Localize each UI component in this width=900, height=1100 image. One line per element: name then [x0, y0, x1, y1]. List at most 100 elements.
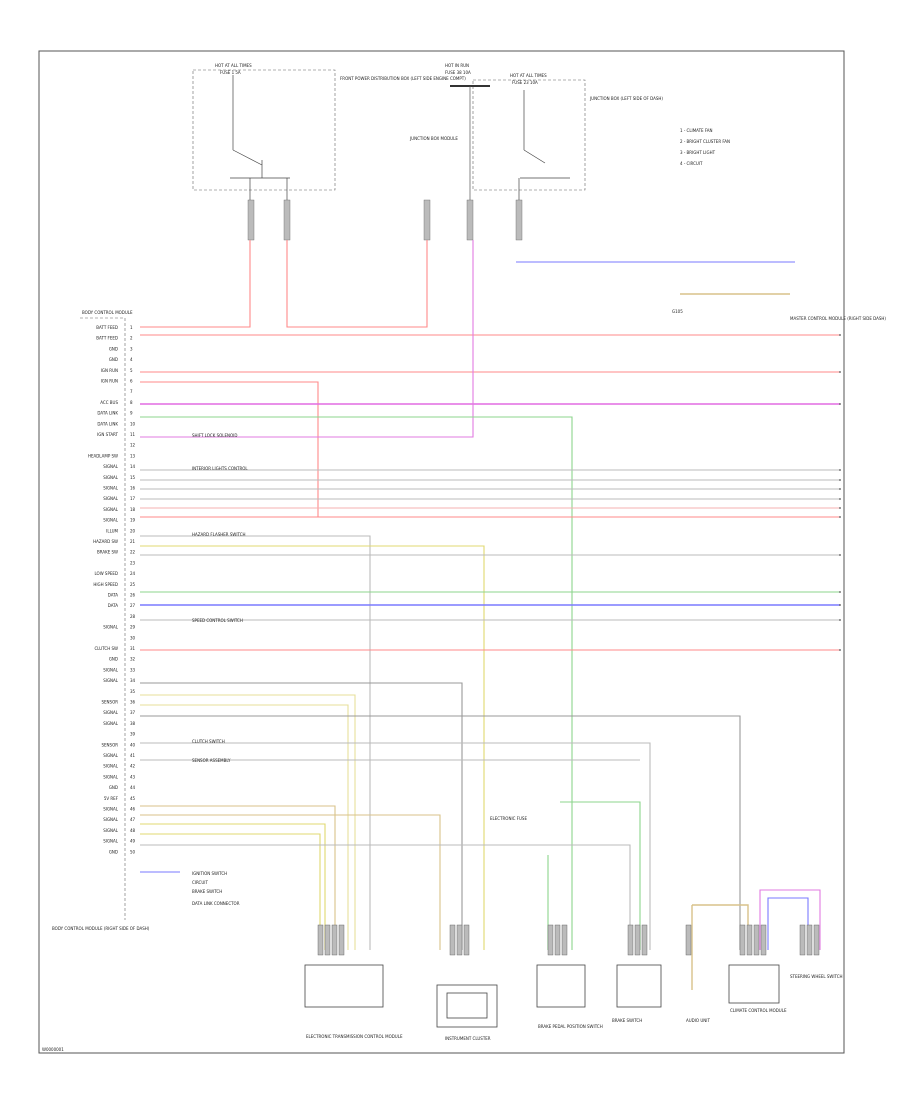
connector-pin	[331, 924, 338, 956]
footer-code: W0000001	[42, 1047, 64, 1052]
callout-8: IGNITION SWITCH	[192, 871, 227, 876]
bcm-pin-number: 3	[130, 346, 133, 351]
bcm-pin-number: 44	[130, 785, 136, 790]
bcm-pin-label: DATA LINK	[97, 411, 118, 416]
comp-label-steering: STEERING WHEEL SWITCH	[790, 974, 843, 979]
wire-grey-12	[140, 844, 631, 950]
bcm-pin-label: SIGNAL	[103, 678, 119, 683]
bcm-pin-number: 11	[130, 432, 136, 437]
bcm-pin-number: 35	[130, 689, 136, 694]
comp-label-cluster: INSTRUMENT CLUSTER	[445, 1036, 491, 1041]
connector-pin	[324, 924, 331, 956]
bcm-pin-label: SENSOR	[101, 700, 118, 705]
edge-terminal	[839, 488, 841, 490]
bcm-pin-number: 39	[130, 732, 136, 737]
bcm-pin-label: BRAKE SW	[97, 550, 118, 555]
connector-pin	[685, 924, 692, 956]
bcm-pin-number: 40	[130, 742, 136, 747]
bcm-pin-label: DATA	[108, 603, 119, 608]
bcm-pin-label: SIGNAL	[103, 774, 119, 779]
bcm-pin-label: SIGNAL	[103, 817, 119, 822]
edge-terminal	[839, 498, 841, 500]
connector-pin	[456, 924, 463, 956]
comp-box-cluster	[436, 984, 498, 1028]
comp-box-bpp	[536, 964, 586, 1008]
bcm-pin-number: 4	[130, 357, 133, 362]
bcm-pin-number: 31	[130, 646, 136, 651]
bcm-pin-number: 26	[130, 593, 136, 598]
relay-right-label: JUNCTION BOX (LEFT SIDE OF DASH)	[589, 96, 663, 101]
bcm-pin-number: 9	[130, 411, 133, 416]
connector-pin	[547, 924, 554, 956]
fuse-left-sub: FUSE 1 5A	[220, 70, 241, 75]
edge-terminal	[839, 649, 841, 651]
bcm-pin-label: DATA LINK	[97, 421, 118, 426]
wire-grey-5	[140, 535, 371, 950]
connector-pin	[463, 924, 470, 956]
bcm-pin-label: GND	[109, 785, 118, 790]
bcm-pin-label: IGN START	[97, 432, 118, 437]
wire-grey-10	[140, 742, 651, 950]
bcm-pin-number: 46	[130, 807, 136, 812]
connector-pin	[799, 924, 806, 956]
bcm-pin-number: 18	[130, 507, 136, 512]
connector-pin	[739, 924, 746, 956]
bcm-pin-label: SIGNAL	[103, 839, 119, 844]
bcm-pin-number: 34	[130, 678, 136, 683]
fuse-box-right	[472, 79, 586, 191]
module-right-label: MASTER CONTROL MODULE (RIGHT SIDE DASH)	[790, 316, 886, 321]
comp-label-tcm: ELECTRONIC TRANSMISSION CONTROL MODULE	[306, 1034, 403, 1039]
bcm-pin-label: SIGNAL	[103, 667, 119, 672]
wire-yellow-1	[140, 545, 485, 950]
bcm-pin-label: HEADLAMP SW	[88, 453, 118, 458]
connector-pin	[813, 924, 820, 956]
connector-pin	[317, 924, 324, 956]
bcm-pin-number: 15	[130, 475, 136, 480]
junction-label: JUNCTION BOX MODULE	[409, 136, 458, 141]
legend-item-4: 4 - CIRCUIT	[680, 161, 703, 166]
wire-tan-2	[140, 814, 441, 950]
fuse-mid-label: HOT IN RUN	[445, 63, 469, 68]
bcm-pin-label: HIGH SPEED	[93, 582, 118, 587]
fuse-right-label: HOT AT ALL TIMES	[510, 73, 547, 78]
bcm-pin-number: 33	[130, 667, 136, 672]
comp-label-bpp: BRAKE PEDAL POSITION SWITCH	[538, 1024, 603, 1029]
bcm-pin-label: ACC BUS	[100, 400, 118, 405]
legend-item-1: 1 - CLIMATE FAN	[680, 128, 713, 133]
legend-item-2: 2 - BRIGHT CLUSTER FAN	[680, 139, 730, 144]
bottom-labels: ELECTRONIC TRANSMISSION CONTROL MODULE I…	[306, 974, 843, 1041]
bcm-pin-number: 23	[130, 560, 136, 565]
edge-terminal	[839, 403, 841, 405]
diagram-frame	[38, 50, 845, 1054]
edge-terminal	[839, 619, 841, 621]
callout-2: INTERIOR LIGHTS CONTROL	[192, 466, 248, 471]
callout-1: SHIFT LOCK SOLENOID	[192, 433, 237, 438]
wire-grey-9	[140, 715, 741, 950]
bcm-pin-number: 21	[130, 539, 136, 544]
bcm-pin-number: 28	[130, 614, 136, 619]
connector-pin	[746, 924, 753, 956]
bcm-footer: BODY CONTROL MODULE (RIGHT SIDE OF DASH)	[52, 926, 150, 931]
wire-yellow-3	[140, 704, 349, 950]
wire-green-3	[560, 801, 641, 950]
comp-label-climate: CLIMATE CONTROL MODULE	[730, 1008, 787, 1013]
fuse-box-left	[192, 69, 336, 191]
bcm-pin-number: 38	[130, 721, 136, 726]
comp-label-audio: AUDIO UNIT	[686, 1018, 710, 1023]
callout-7: ELECTRONIC FUSE	[490, 816, 527, 821]
bcm-pin-number: 27	[130, 603, 136, 608]
bcm-pin-label: LOW SPEED	[94, 571, 118, 576]
callout-9: CIRCUIT	[192, 880, 208, 885]
bcm-pin-number: 19	[130, 518, 136, 523]
comp-box-climate	[728, 964, 780, 1004]
bcm-pin-label: IGN RUN	[101, 379, 118, 384]
bcm-pin-number: 45	[130, 796, 136, 801]
bcm-pin-label: GND	[109, 657, 118, 662]
connector-pin	[449, 924, 456, 956]
fuse-left-element	[230, 75, 290, 200]
bottom-connectors	[317, 924, 820, 956]
bcm-pin-number: 41	[130, 753, 136, 758]
bcm-pin-number: 22	[130, 550, 136, 555]
bcm-pin-label: SENSOR	[101, 742, 118, 747]
